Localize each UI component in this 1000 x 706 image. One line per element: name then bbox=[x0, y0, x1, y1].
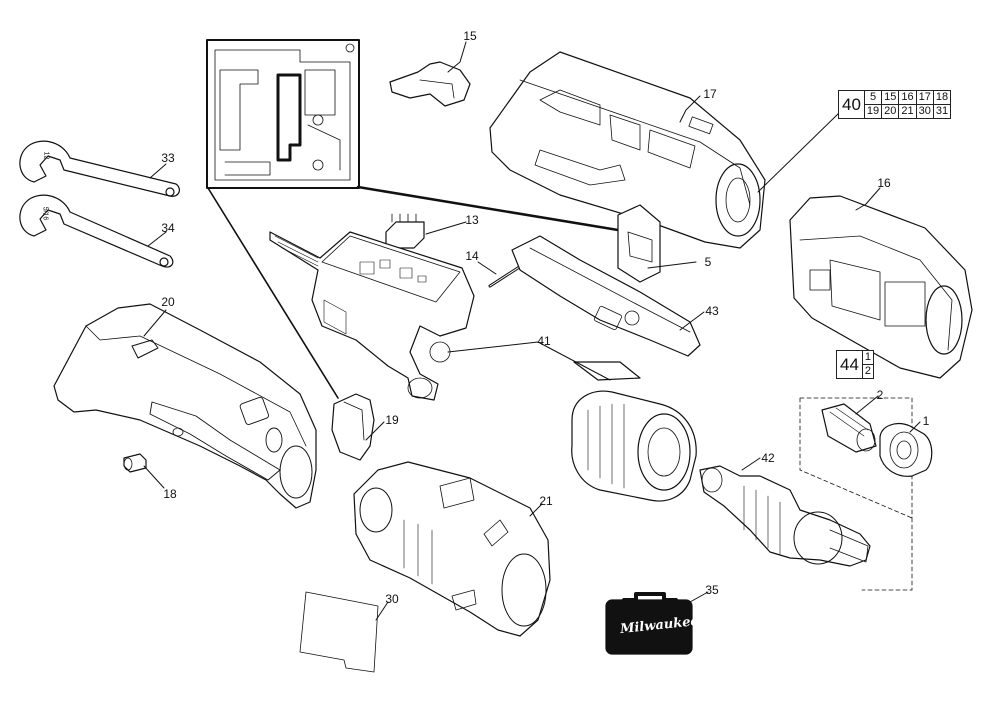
part-1-collet-nut bbox=[879, 423, 933, 477]
callout-17: 17 bbox=[703, 87, 717, 101]
wrench-size-mark-5-16: 5/16 bbox=[41, 206, 49, 221]
callout-2: 2 bbox=[876, 388, 884, 402]
kit-40-item: 16 bbox=[898, 90, 917, 105]
part-15-clip bbox=[389, 61, 471, 107]
kit-40-item: 18 bbox=[932, 90, 952, 105]
part-43-lever bbox=[511, 235, 701, 357]
kit-40-item: 30 bbox=[915, 104, 934, 119]
kit-44-table: 44 1 2 bbox=[836, 350, 875, 379]
kit-40-item: 21 bbox=[898, 104, 917, 119]
kit-40-item: 31 bbox=[932, 104, 952, 119]
callout-35: 35 bbox=[705, 583, 719, 597]
kit-40-item: 17 bbox=[915, 90, 934, 105]
part-42-armature bbox=[699, 465, 871, 567]
part-5-block bbox=[617, 204, 661, 283]
part-41-pcb-assembly bbox=[269, 231, 475, 401]
wrench-size-mark-12: 12 bbox=[42, 151, 50, 160]
kit-40-item: 5 bbox=[863, 90, 883, 105]
part-20-housing bbox=[53, 303, 317, 509]
callout-42: 42 bbox=[761, 451, 775, 465]
callout-21: 21 bbox=[539, 494, 553, 508]
kit-40-item: 15 bbox=[881, 90, 900, 105]
callout-34: 34 bbox=[161, 221, 175, 235]
part-41-stator bbox=[571, 361, 697, 502]
callout-30: 30 bbox=[385, 592, 399, 606]
kit-40-key: 40 bbox=[838, 90, 865, 119]
callout-13: 13 bbox=[465, 213, 479, 227]
part-35-carry-case bbox=[605, 592, 693, 655]
part-17-housing bbox=[489, 51, 766, 249]
dashed-group-boundary bbox=[799, 397, 913, 591]
part-2-collet bbox=[821, 403, 877, 453]
part-19-cap bbox=[331, 393, 375, 461]
wrench-34 bbox=[19, 194, 174, 268]
callout-18: 18 bbox=[163, 487, 177, 501]
callout-14: 14 bbox=[465, 249, 479, 263]
callout-15: 15 bbox=[463, 29, 477, 43]
part-14-pin bbox=[488, 262, 526, 288]
callout-5: 5 bbox=[704, 255, 712, 269]
callout-43: 43 bbox=[705, 304, 719, 318]
kit-40-table: 40 5 15 16 17 18 19 20 21 30 31 bbox=[838, 90, 952, 119]
part-16-housing bbox=[789, 195, 973, 379]
part-13-switch bbox=[385, 213, 425, 249]
callout-33: 33 bbox=[161, 151, 175, 165]
wrench-33 bbox=[19, 140, 180, 197]
kit-40-item: 20 bbox=[881, 104, 900, 119]
inset-detail-box bbox=[206, 39, 360, 189]
callout-1: 1 bbox=[922, 414, 930, 428]
leader-lines bbox=[143, 41, 921, 621]
inset-connector-lines bbox=[207, 185, 620, 399]
kit-40-item: 19 bbox=[863, 104, 883, 119]
callout-41: 41 bbox=[537, 334, 551, 348]
part-21-housing bbox=[353, 461, 551, 637]
kit-44-item: 1 bbox=[861, 350, 875, 365]
callout-20: 20 bbox=[161, 295, 175, 309]
kit-44-key: 44 bbox=[836, 350, 863, 379]
kit-44-item: 2 bbox=[861, 364, 875, 379]
callout-16: 16 bbox=[877, 176, 891, 190]
part-18-screw bbox=[123, 453, 147, 473]
callout-19: 19 bbox=[385, 413, 399, 427]
part-30-label bbox=[299, 591, 379, 673]
